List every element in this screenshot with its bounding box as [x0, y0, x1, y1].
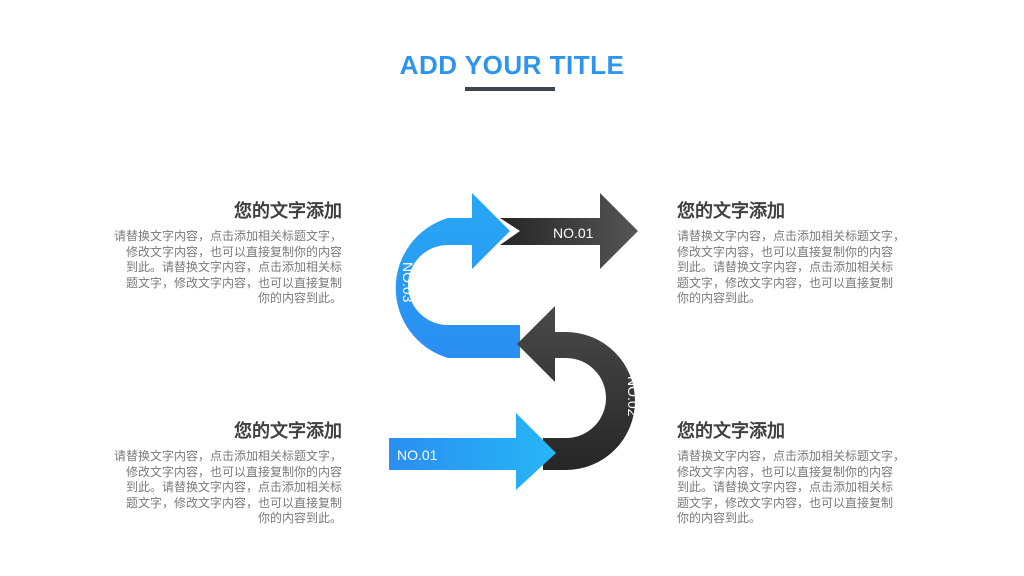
block-body: 请替换文字内容，点击添加相关标题文字， 修改文字内容，也可以直接复制你的内容 到…: [677, 449, 906, 525]
arrow-bottom-label: NO.01: [397, 447, 438, 463]
curve-right-label: NO.02: [625, 376, 641, 417]
block-heading: 您的文字添加: [234, 421, 342, 442]
block-heading: 您的文字添加: [234, 201, 342, 222]
text-block-bottom-right: 您的文字添加 请替换文字内容，点击添加相关标题文字， 修改文字内容，也可以直接复…: [677, 417, 937, 527]
text-block-top-left: 您的文字添加 请替换文字内容，点击添加相关标题文字， 修改文字内容，也可以直接复…: [82, 197, 342, 307]
text-block-top-right: 您的文字添加 请替换文字内容，点击添加相关标题文字， 修改文字内容，也可以直接复…: [677, 197, 937, 307]
curve-left-label: NO.03: [400, 262, 416, 303]
text-block-bottom-left: 您的文字添加 请替换文字内容，点击添加相关标题文字， 修改文字内容，也可以直接复…: [82, 417, 342, 527]
curve-top-blue: [395, 193, 520, 358]
arrow-top-dark: [500, 193, 638, 269]
arrow-bottom-blue: [389, 413, 556, 490]
block-body: 请替换文字内容，点击添加相关标题文字， 修改文字内容，也可以直接复制你的内容 到…: [113, 229, 342, 305]
block-heading: 您的文字添加: [677, 421, 785, 442]
curve-bottom-dark: [517, 306, 635, 470]
page-title: ADD YOUR TITLE: [399, 50, 625, 80]
block-body: 请替换文字内容，点击添加相关标题文字， 修改文字内容，也可以直接复制你的内容 到…: [677, 229, 906, 305]
arrow-top-label: NO.01: [553, 225, 594, 241]
block-heading: 您的文字添加: [677, 201, 785, 222]
title-underline: [465, 87, 555, 91]
block-body: 请替换文字内容，点击添加相关标题文字， 修改文字内容，也可以直接复制你的内容 到…: [113, 449, 342, 525]
